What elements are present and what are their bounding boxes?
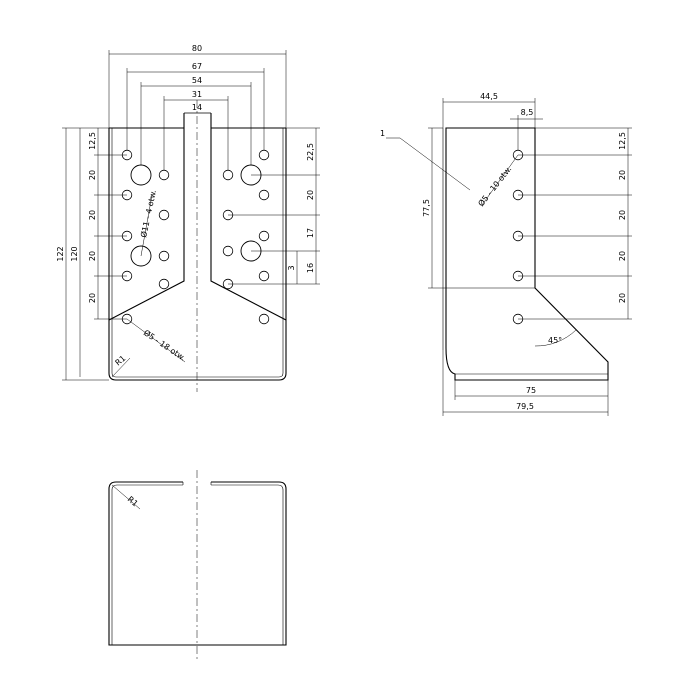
hole <box>258 149 270 161</box>
side-view: 44,5 8,5 77,5 12,5 20 20 20 20 <box>380 92 632 416</box>
front-right-dimensions: 22,5 20 17 3 16 <box>228 127 320 285</box>
front-view: 80 67 54 31 14 122 120 <box>56 44 320 392</box>
hole <box>258 270 270 282</box>
front-width-dimensions: 80 67 54 31 14 <box>108 44 287 170</box>
hole <box>158 250 170 262</box>
front-center-slot <box>108 113 287 321</box>
dim-20-side: 20 <box>618 210 627 220</box>
hole <box>258 230 270 242</box>
label-small-holes: Ø5 - 18 otw. <box>142 327 188 362</box>
big-hole <box>130 164 152 186</box>
dim-20: 20 <box>88 210 97 220</box>
dim-17: 17 <box>306 228 315 238</box>
dim-20: 20 <box>88 293 97 303</box>
dim-20: 20 <box>88 170 97 180</box>
dim-54: 54 <box>192 76 202 85</box>
side-bottom-dimensions: 75 79,5 <box>442 350 609 416</box>
dim-79-5: 79,5 <box>516 402 534 411</box>
front-inner-outline <box>111 128 284 378</box>
hole <box>222 169 234 181</box>
dim-120: 120 <box>70 246 79 261</box>
side-height-dimension: 77,5 <box>422 127 443 289</box>
angle-45: 45° <box>548 336 562 345</box>
dim-20-right: 20 <box>306 190 315 200</box>
label-big-holes: Ø11 - 4 otw. <box>138 189 158 238</box>
dim-20-side: 20 <box>618 293 627 303</box>
label-r1-front: R1 <box>114 354 128 368</box>
top-outline <box>108 481 287 646</box>
dim-20-side: 20 <box>618 251 627 261</box>
hole <box>158 278 170 290</box>
hole <box>158 209 170 221</box>
dim-3: 3 <box>287 265 296 270</box>
hole <box>258 189 270 201</box>
dim-77-5: 77,5 <box>422 199 431 217</box>
front-outline <box>108 128 287 381</box>
front-holes-right <box>222 149 270 325</box>
front-height-dimensions: 122 120 12,5 20 20 20 20 <box>56 127 127 381</box>
dim-20: 20 <box>88 251 97 261</box>
dim-8-5: 8,5 <box>521 108 534 117</box>
top-view: R1 <box>108 470 287 660</box>
hole <box>222 245 234 257</box>
side-labels: 1 Ø5 - 10 otw. <box>380 129 519 208</box>
dim-122: 122 <box>56 246 65 261</box>
side-angle: 45° <box>534 329 577 347</box>
dim-12-5-side: 12,5 <box>618 132 627 150</box>
side-holes <box>512 149 524 325</box>
side-top-dimensions: 44,5 8,5 <box>442 92 543 150</box>
dim-67: 67 <box>192 62 202 71</box>
label-r1-top: R1 <box>126 495 140 509</box>
dim-14: 14 <box>192 103 202 112</box>
side-outline <box>445 127 609 381</box>
dim-31: 31 <box>192 90 202 99</box>
hole <box>158 169 170 181</box>
dim-12-5: 12,5 <box>88 132 97 150</box>
callout-1: 1 <box>380 129 385 138</box>
dim-20-side: 20 <box>618 170 627 180</box>
dim-75: 75 <box>526 386 536 395</box>
dim-22-5: 22,5 <box>306 143 315 161</box>
hole <box>258 313 270 325</box>
label-side-holes: Ø5 - 10 otw. <box>476 164 514 208</box>
dim-16: 16 <box>306 263 315 273</box>
top-inner-outline <box>111 484 284 645</box>
side-right-dimensions: 12,5 20 20 20 20 <box>518 127 632 320</box>
dim-80: 80 <box>192 44 202 53</box>
dim-44-5: 44,5 <box>480 92 498 101</box>
front-labels: Ø11 - 4 otw. Ø5 - 18 otw. R1 <box>111 189 188 378</box>
